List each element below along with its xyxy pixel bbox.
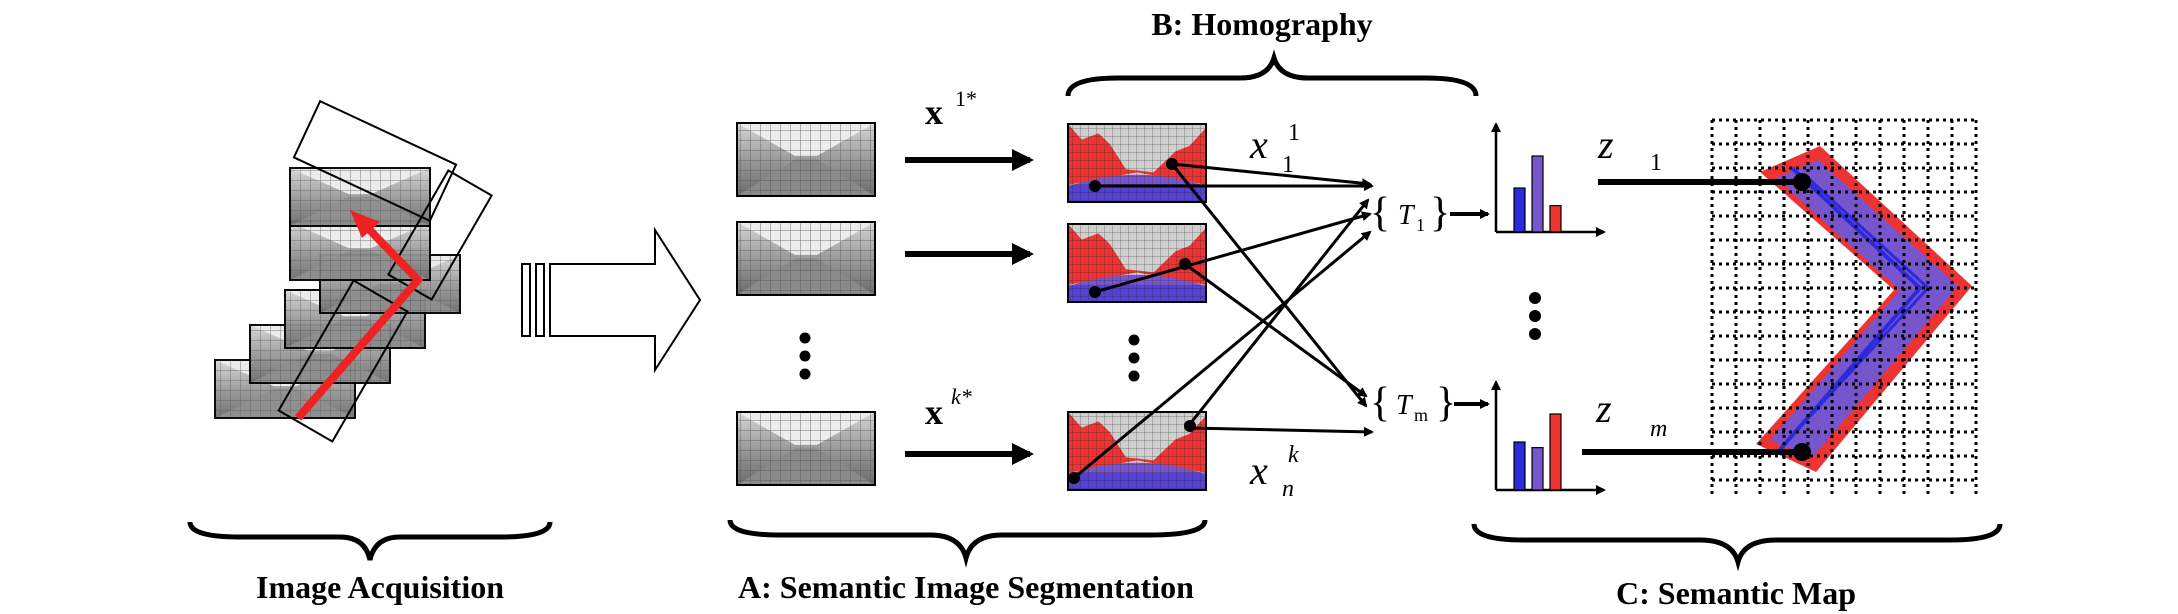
- vertical-ellipsis-hist: [1529, 292, 1541, 340]
- label-zm: z: [1595, 386, 1612, 431]
- histogram-1: [1491, 122, 1606, 237]
- label-x1-superscript: 1*: [955, 86, 977, 111]
- brace-segmentation: [727, 519, 1208, 568]
- input-image-1: [736, 122, 876, 197]
- label-x1-bold: x: [925, 92, 943, 132]
- label-xk-superscript: k*: [951, 384, 972, 409]
- svg-text:{: {: [1370, 380, 1390, 426]
- camera-trajectory-path: [294, 217, 424, 421]
- homography-correspondence-lines: [1073, 162, 1374, 480]
- vertical-ellipsis-seg: [1128, 334, 1140, 382]
- acquired-frame-5: [289, 221, 431, 281]
- label-xnk-italic: x: [1249, 448, 1268, 493]
- transform-t1: { T 1 }: [1370, 190, 1450, 236]
- histogram-column: [1491, 122, 1606, 495]
- label-x11-italic: x: [1249, 122, 1268, 167]
- label-semantic-map: C: Semantic Map: [1616, 575, 1856, 611]
- histogram-1-bar-2: [1531, 155, 1544, 233]
- label-tm-subscript: m: [1414, 405, 1428, 425]
- brace-homography: [1065, 49, 1479, 97]
- label-zm-subscript: m: [1650, 416, 1667, 442]
- brace-semantic-map: [1471, 523, 2003, 572]
- svg-text:{: {: [1370, 190, 1390, 236]
- label-x11-subscript: 1: [1282, 152, 1294, 178]
- keypoint-dots: [1068, 158, 1196, 484]
- label-tm: T: [1396, 390, 1414, 421]
- map-road-border: [1756, 146, 1972, 472]
- image-acquisition-group: [214, 99, 494, 443]
- label-xnk-subscript: n: [1282, 476, 1294, 502]
- input-image-column: [736, 122, 876, 486]
- segmented-image-k: [1067, 411, 1207, 491]
- input-image-2: [736, 221, 876, 296]
- label-semantic-image-segmentation: A: Semantic Image Segmentation: [738, 569, 1194, 605]
- svg-text:}: }: [1430, 190, 1450, 236]
- histogram-m-bar-1: [1513, 441, 1526, 491]
- acquired-frame-6: [289, 167, 431, 227]
- label-x11-superscript: 1: [1288, 120, 1300, 146]
- svg-text:}: }: [1436, 380, 1456, 426]
- histogram-m-bar-2: [1531, 447, 1544, 491]
- input-image-k: [736, 411, 876, 486]
- segmented-image-1: [1067, 123, 1207, 203]
- trajectory-arrowhead: [350, 210, 380, 238]
- transform-tm: { T m }: [1370, 380, 1456, 426]
- label-xk-bold: x: [925, 392, 943, 432]
- label-z1-subscript: 1: [1650, 150, 1662, 176]
- histogram-1-bar-3: [1549, 205, 1562, 233]
- histogram-1-bar-1: [1513, 187, 1526, 233]
- flow-arrow-icon: [521, 226, 702, 374]
- label-xnk-superscript: k: [1288, 442, 1299, 468]
- label-t1-subscript: 1: [1416, 215, 1425, 235]
- semantic-map-grid: [1710, 118, 1978, 498]
- map-cell-dot-m: [1793, 443, 1811, 461]
- histogram-m-bar-3: [1549, 413, 1562, 491]
- histogram-m: [1491, 380, 1606, 495]
- map-cell-dot-1: [1793, 173, 1811, 191]
- brace-acquisition: [187, 521, 553, 561]
- map-road-fill: [1770, 160, 1958, 458]
- label-homography: B: Homography: [1151, 6, 1372, 42]
- map-road-centerline: [1776, 166, 1923, 454]
- label-image-acquisition: Image Acquisition: [256, 569, 504, 605]
- label-z1: z: [1597, 122, 1614, 167]
- acquired-image-stack: [214, 99, 494, 443]
- label-t1: T: [1398, 200, 1416, 231]
- vertical-ellipsis-input: [799, 332, 811, 380]
